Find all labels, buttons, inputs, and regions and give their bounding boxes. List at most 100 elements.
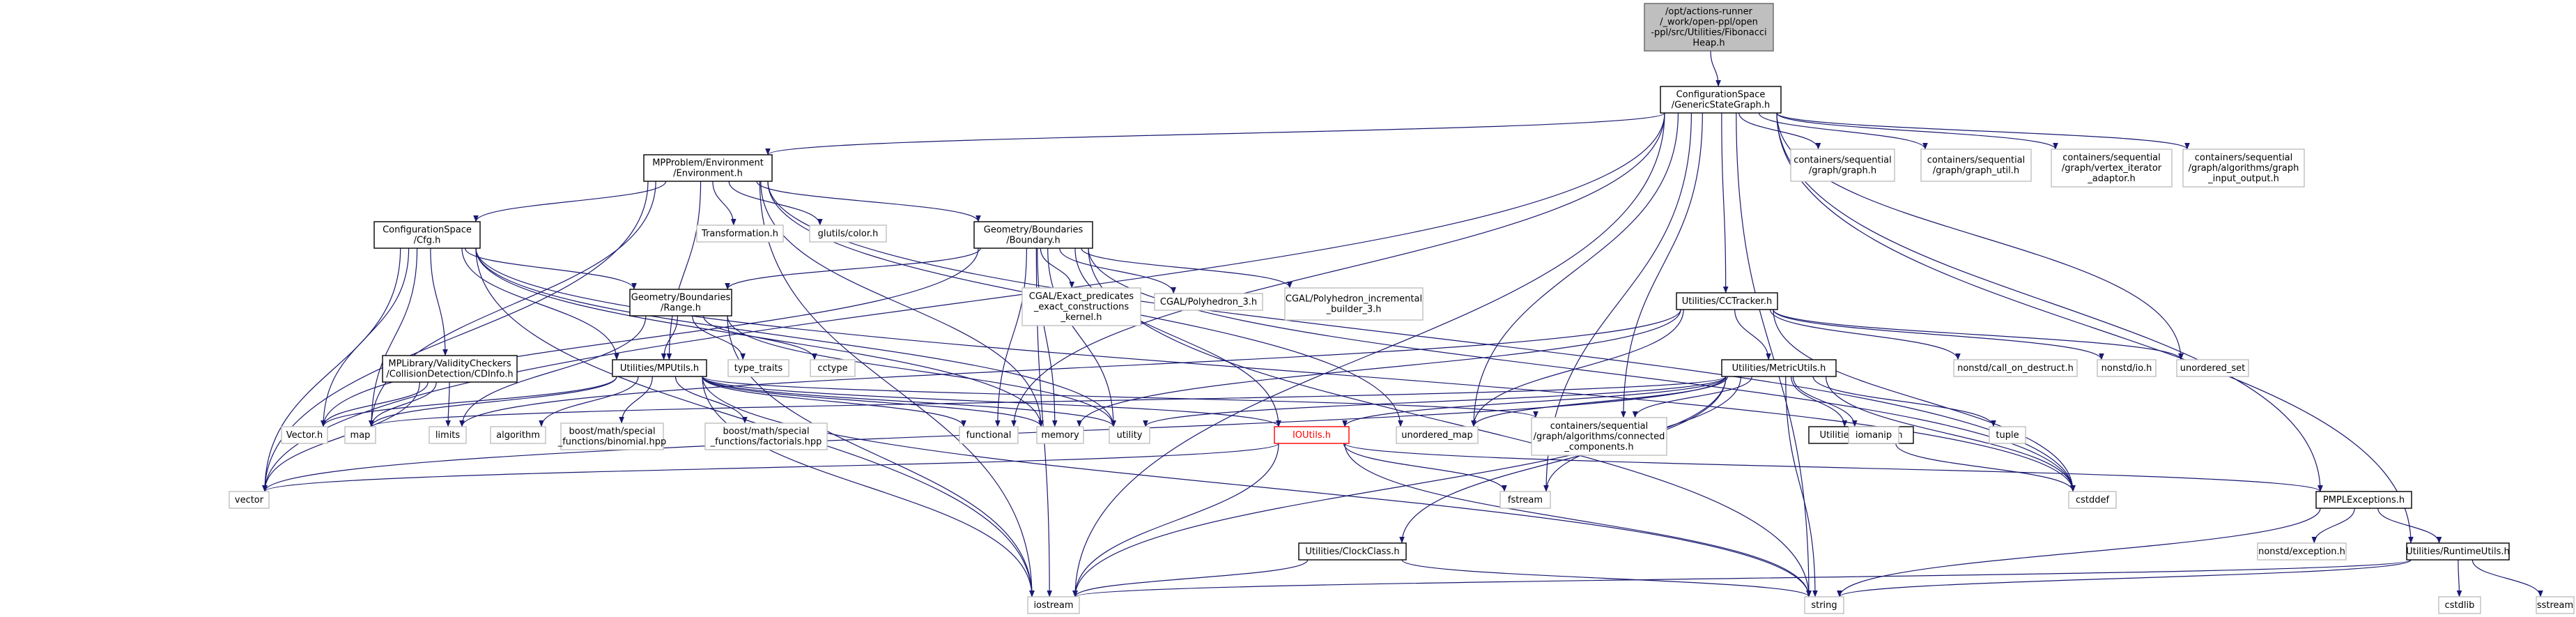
edge-gsg-to-env xyxy=(765,112,1665,155)
edge-gsg-to-pmplexc xyxy=(1776,112,2323,492)
file-node-mputils[interactable]: Utilities/MPUtils.h xyxy=(612,359,707,377)
edge-mputils-to-factorials xyxy=(674,376,748,424)
edge-ioutils-to-pmplexc xyxy=(1344,443,2323,492)
file-node-label: nonstd/call_on_destruct.h xyxy=(1957,363,2074,374)
edge-gsg-to-vertex_iter xyxy=(1776,112,2058,150)
file-node-runtime[interactable]: Utilities/RuntimeUtils.h xyxy=(2406,542,2510,561)
file-node-box xyxy=(2068,491,2117,509)
edge-gsg-to-vector xyxy=(262,112,1665,492)
edge-env-to-transformation xyxy=(712,181,736,226)
file-node-unordered-map: unordered_map xyxy=(1396,426,1479,444)
file-node-label: cstddef xyxy=(2076,495,2110,505)
edge-cfg-to-range xyxy=(465,247,637,290)
edge-metric-to-ioutils xyxy=(1342,376,1727,427)
file-node-cdinfo[interactable]: MPLibrary/ValidityCheckers/CollisionDete… xyxy=(382,355,518,383)
file-node-gsg[interactable]: ConfigurationSpace/GenericStateGraph.h xyxy=(1660,86,1782,114)
edge-cfg-to-map xyxy=(369,247,418,427)
edge-runtime-to-iostream xyxy=(1072,559,2412,597)
file-node-box xyxy=(1284,287,1424,321)
file-node-label: /Boundary.h xyxy=(1006,236,1061,246)
edge-mputils-to-connected xyxy=(702,376,1538,418)
file-node-box xyxy=(704,422,828,450)
file-node-label: containers/sequential xyxy=(2195,153,2293,163)
edge-gsg-to-functional xyxy=(1011,112,1665,427)
file-node-label: ConfigurationSpace xyxy=(383,225,472,236)
file-node-graph-h: containers/sequential/graph/graph.h xyxy=(1790,148,1895,182)
file-node-pmplexc[interactable]: PMPLExceptions.h xyxy=(2315,491,2412,509)
file-node-box xyxy=(281,426,328,444)
file-node-box xyxy=(696,224,784,243)
file-node-fib: /opt/actions-runner/_work/open-ppl/open-… xyxy=(1644,3,1774,52)
file-node-label: glutils/color.h xyxy=(818,229,879,239)
edge-boundary-to-range xyxy=(725,247,981,290)
edge-metric-to-utility xyxy=(1143,376,1727,427)
edge-ioutils-to-iostream xyxy=(1072,443,1279,597)
file-node-label: Geometry/Boundaries xyxy=(984,225,1083,236)
file-node-label: iostream xyxy=(1033,600,1073,611)
file-node-label: limits xyxy=(435,430,461,441)
edge-range-to-limits xyxy=(459,315,647,427)
file-node-limits: limits xyxy=(429,426,467,444)
file-node-map: map xyxy=(344,426,376,444)
file-node-box xyxy=(2051,148,2173,188)
file-node-type-traits: type_traits xyxy=(727,359,789,377)
file-node-vector3: Vector.h xyxy=(281,426,328,444)
file-node-label: PMPLExceptions.h xyxy=(2323,495,2405,505)
file-node-cctracker[interactable]: Utilities/CCTracker.h xyxy=(1676,292,1778,310)
edge-range-to-cctype xyxy=(703,315,817,360)
edge-runtime-to-sstream xyxy=(2471,559,2543,597)
file-node-range[interactable]: Geometry/Boundaries/Range.h xyxy=(629,289,732,317)
file-node-binomial: boost/math/special_functions/binomial.hp… xyxy=(557,422,666,450)
file-node-label: CGAL/Polyhedron_3.h xyxy=(1160,297,1257,307)
file-node-cfg[interactable]: ConfigurationSpace/Cfg.h xyxy=(373,221,481,249)
file-node-graph-util: containers/sequential/graph/graph_util.h xyxy=(1920,148,2032,182)
edge-fib-to-gsg xyxy=(1710,50,1721,87)
edge-mputils-to-map xyxy=(369,376,617,427)
file-node-label: /CollisionDetection/CDInfo.h xyxy=(386,370,513,380)
file-node-label: /graph/graph_util.h xyxy=(1933,166,2019,176)
file-node-box xyxy=(810,359,856,377)
file-node-label: Utilities/ClockClass.h xyxy=(1305,547,1399,557)
file-node-fstream: fstream xyxy=(1499,491,1551,509)
file-node-label: cstdlib xyxy=(2445,600,2475,611)
file-node-box xyxy=(973,221,1093,249)
file-node-box xyxy=(612,359,707,377)
file-node-label: containers/sequential xyxy=(2062,153,2161,163)
file-node-label: Geometry/Boundaries xyxy=(631,293,731,303)
edge-cctracker-to-cstddef xyxy=(1773,309,2076,492)
file-node-metric[interactable]: Utilities/MetricUtils.h xyxy=(1721,359,1837,377)
file-node-label: Utilities/MetricUtils.h xyxy=(1732,363,1826,374)
file-node-boundary[interactable]: Geometry/Boundaries/Boundary.h xyxy=(973,221,1093,249)
file-node-label: fstream xyxy=(1508,495,1543,505)
file-node-label: _exact_constructions xyxy=(1033,302,1129,312)
file-node-box xyxy=(1027,596,1080,614)
edge-gsg-to-graph_io xyxy=(1776,112,2190,150)
edge-gsg-to-graph_util xyxy=(1758,112,1928,150)
file-node-label: type_traits xyxy=(734,363,783,374)
file-node-label: /graph/algorithms/connected xyxy=(1534,432,1665,442)
file-node-cstdlib: cstdlib xyxy=(2438,596,2481,614)
file-node-ioutils[interactable]: IOUtils.h xyxy=(1274,426,1350,444)
edge-mputils-to-functional xyxy=(702,376,966,427)
file-node-box xyxy=(809,224,887,243)
file-node-box xyxy=(727,359,789,377)
file-node-vector: vector xyxy=(229,491,270,509)
file-node-iostream: iostream xyxy=(1027,596,1080,614)
edge-runtime-to-string xyxy=(1837,559,2412,597)
file-node-box xyxy=(1848,426,1899,444)
edge-gsg-to-runtime xyxy=(1776,112,2414,544)
file-node-clock[interactable]: Utilities/ClockClass.h xyxy=(1298,542,1407,561)
file-node-box xyxy=(1804,596,1844,614)
edge-env-to-boundary xyxy=(756,181,981,222)
file-node-tuple: tuple xyxy=(1989,426,2026,444)
edge-metric-to-iomanip xyxy=(1792,376,1858,427)
file-node-label: /graph/graph.h xyxy=(1809,166,1876,176)
file-node-string: string xyxy=(1804,596,1844,614)
file-node-box xyxy=(1989,426,2026,444)
file-node-env[interactable]: MPProblem/Environment/Environment.h xyxy=(643,154,773,182)
file-nodes: /opt/actions-runner/_work/open-ppl/open-… xyxy=(229,3,2575,614)
file-node-box xyxy=(2438,596,2481,614)
file-node-label: containers/sequential xyxy=(1794,155,1892,166)
edge-cfg-to-vector xyxy=(262,247,401,492)
file-node-label: _components.h xyxy=(1564,442,1633,452)
